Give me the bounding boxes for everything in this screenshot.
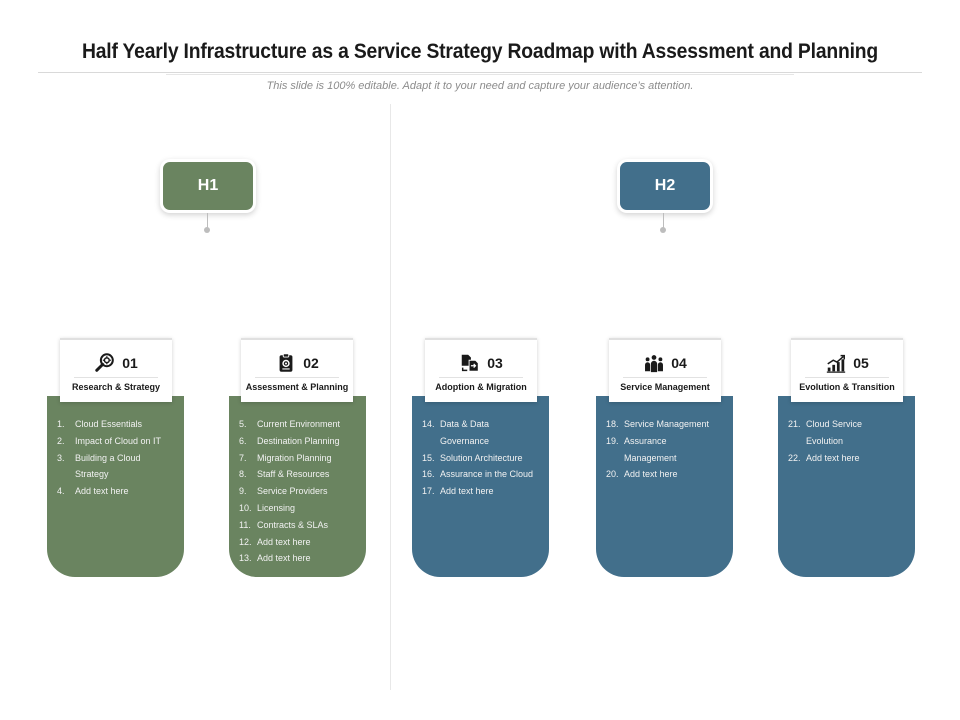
list-item: 3.Building a Cloud Strategy <box>57 452 141 480</box>
stage-number: 02 <box>303 355 319 371</box>
list-item: 7.Migration Planning <box>239 452 332 463</box>
stage-panel-04: 18.Service Management 19.Assurance Manag… <box>596 396 733 577</box>
slide-title: Half Yearly Infrastructure as a Service … <box>81 40 879 63</box>
list-item: 9.Service Providers <box>239 486 328 497</box>
card-separator <box>255 377 339 378</box>
stage-item-list: 5.Current Environment 6.Destination Plan… <box>239 416 358 567</box>
list-item: 13.Add text here <box>239 553 311 564</box>
file-transfer-icon <box>461 354 479 372</box>
list-item: 6.Destination Planning <box>239 435 340 446</box>
list-item: 5.Current Environment <box>239 419 341 429</box>
list-item: 11.Contracts & SLAs <box>239 519 329 530</box>
stage-item-list: 18.Service Management 19.Assurance Manag… <box>606 416 725 483</box>
list-item: 19.Assurance Management <box>606 435 677 463</box>
stage-name: Assessment & Planning <box>245 382 349 392</box>
list-item: 1.Cloud Essentials <box>57 419 143 429</box>
stage-card-03: 03 Adoption & Migration <box>425 338 537 402</box>
card-separator <box>439 377 523 378</box>
list-item: 22.Add text here <box>788 452 860 463</box>
stage-name: Adoption & Migration <box>435 382 527 392</box>
list-item: 12.Add text here <box>239 536 311 547</box>
half-badge-label: H1 <box>197 177 219 194</box>
stage-panel-02: 5.Current Environment 6.Destination Plan… <box>229 396 366 577</box>
h1-connector-dot <box>204 227 210 233</box>
stage-number: 05 <box>853 355 869 371</box>
list-item: 10.Licensing <box>239 502 296 513</box>
half-badge-label: H2 <box>654 177 676 194</box>
stage-number: 03 <box>487 355 503 371</box>
slide-subtitle: This slide is 100% editable. Adapt it to… <box>266 80 694 92</box>
title-rule-inner <box>166 74 794 75</box>
list-item: 16.Assurance in the Cloud <box>422 469 534 480</box>
stage-card-04: 04 Service Management <box>609 338 721 402</box>
stage-number: 01 <box>122 355 138 371</box>
list-item: 8.Staff & Resources <box>239 469 330 480</box>
stage-item-list: 14.Data & Data Governance 15.Solution Ar… <box>422 416 541 500</box>
list-item: 2.Impact of Cloud on IT <box>57 435 162 446</box>
stage-item-list: 1.Cloud Essentials 2.Impact of Cloud on … <box>57 416 176 500</box>
list-item: 18.Service Management <box>606 419 710 429</box>
half-badge-h1: H1 <box>163 162 253 210</box>
list-item: 4.Add text here <box>57 486 129 497</box>
stage-panel-01: 1.Cloud Essentials 2.Impact of Cloud on … <box>47 396 184 577</box>
team-people-icon <box>645 355 664 373</box>
h2-connector <box>663 213 664 229</box>
list-item: 20.Add text here <box>606 469 678 480</box>
stage-card-02: 02 Assessment & Planning <box>241 338 353 402</box>
stage-panel-05: 21.Cloud Service Evolution 22.Add text h… <box>778 396 915 577</box>
list-item: 17.Add text here <box>422 486 494 497</box>
stage-item-list: 21.Cloud Service Evolution 22.Add text h… <box>788 416 907 466</box>
list-item: 15.Solution Architecture <box>422 452 523 463</box>
magnifier-gear-icon <box>95 353 115 372</box>
card-separator <box>74 377 158 378</box>
half-badge-h2: H2 <box>620 162 710 210</box>
clipboard-gear-icon <box>279 353 293 372</box>
list-item: 21.Cloud Service Evolution <box>788 419 863 446</box>
stage-card-05: 05 Evolution & Transition <box>791 338 903 402</box>
stage-panel-03: 14.Data & Data Governance 15.Solution Ar… <box>412 396 549 577</box>
stage-name: Evolution & Transition <box>799 382 895 392</box>
growth-chart-icon <box>827 354 846 373</box>
half-divider-line <box>390 104 391 690</box>
stage-card-01: 01 Research & Strategy <box>60 338 172 402</box>
h1-connector <box>207 213 208 229</box>
card-separator <box>805 377 889 378</box>
card-separator <box>623 377 707 378</box>
stage-name: Research & Strategy <box>71 382 161 392</box>
h2-connector-dot <box>660 227 666 233</box>
stage-number: 04 <box>671 355 687 371</box>
stage-name: Service Management <box>620 382 710 392</box>
title-rule <box>38 72 922 73</box>
list-item: 14.Data & Data Governance <box>422 419 490 446</box>
